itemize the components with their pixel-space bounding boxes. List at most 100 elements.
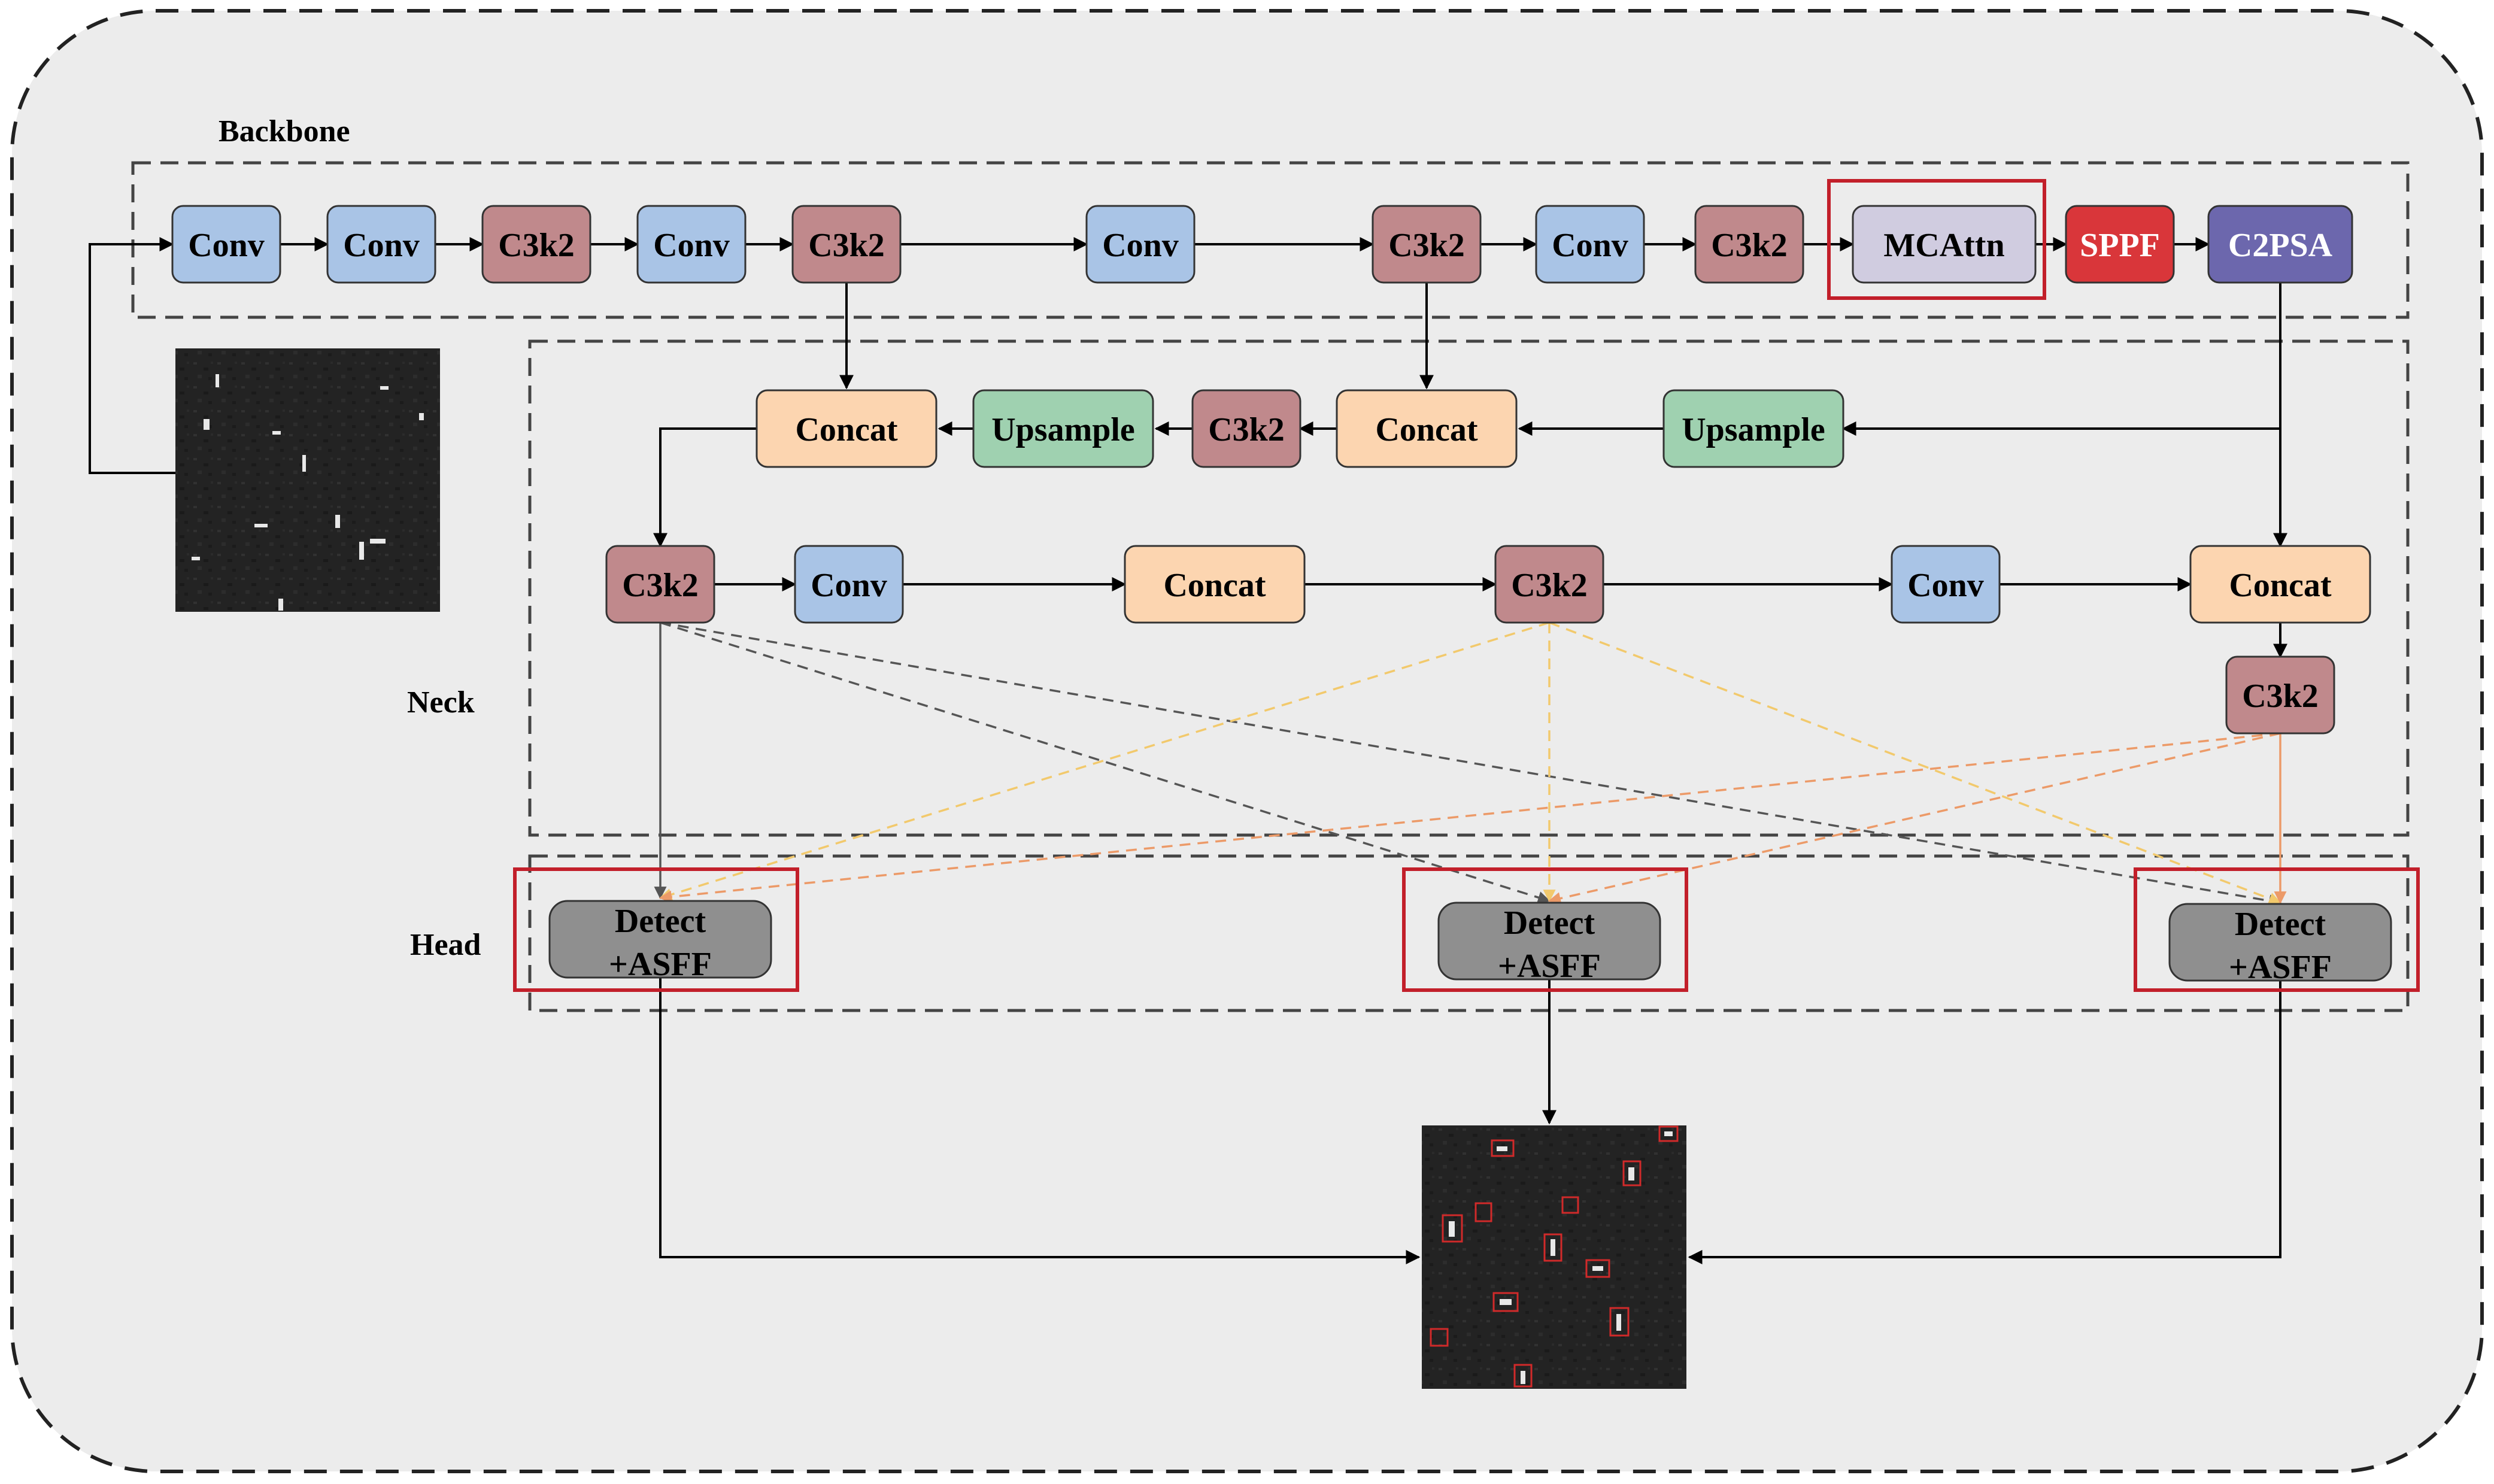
node-box: [1085, 205, 1196, 284]
conv-node-b1: Conv: [171, 205, 281, 284]
node-box: [1437, 902, 1661, 981]
node-box: [794, 545, 904, 624]
node-label: C3k2: [622, 567, 699, 604]
node-box: [2168, 903, 2392, 982]
node-label: Conv: [1102, 227, 1179, 264]
node-label: C3k2: [1388, 227, 1465, 264]
detect-highlight-1: [513, 867, 799, 992]
node-box: [1494, 545, 1604, 624]
node-label: Concat: [795, 411, 897, 448]
node-label: Upsample: [1682, 411, 1825, 448]
mcattn-highlight: [1827, 179, 2046, 300]
node-box: [1852, 205, 2037, 284]
node-box: [756, 389, 937, 468]
node-box: [481, 205, 591, 284]
c3k2-node-b7: C3k2: [1372, 205, 1482, 284]
conv-node-n7: Conv: [794, 545, 904, 624]
node-box: [1191, 389, 1301, 468]
backbone-label: Backbone: [219, 114, 350, 148]
node-box: [1372, 205, 1482, 284]
node-label: C3k2: [1511, 567, 1588, 604]
node-label: C3k2: [498, 227, 575, 264]
node-label: Conv: [188, 227, 265, 264]
c3k2-node-b9: C3k2: [1694, 205, 1804, 284]
node-label: Conv: [811, 567, 887, 604]
node-box: [548, 900, 772, 979]
conv-node-b8: Conv: [1535, 205, 1645, 284]
neck-section-box: [528, 339, 2410, 837]
detect-highlight-2: [1402, 867, 1688, 992]
backbone-section-box: [131, 161, 2410, 319]
mcattn-node-b10: MCAttn: [1852, 205, 2037, 284]
c3k2-node-b3: C3k2: [481, 205, 591, 284]
node-label: MCAttn: [1883, 227, 2004, 264]
c3k2-node-n12: C3k2: [2225, 655, 2335, 735]
node-box: [2207, 205, 2353, 284]
sppf-node-b11: SPPF: [2065, 205, 2175, 284]
node-label: Conv: [343, 227, 420, 264]
c2psa-node-b12: C2PSA: [2207, 205, 2353, 284]
outer-frame: [10, 9, 2484, 1473]
node-label: C3k2: [1208, 411, 1285, 448]
upsample-node-n2: Upsample: [972, 389, 1154, 468]
c3k2-node-n9: C3k2: [1494, 545, 1604, 624]
highlight-boxes: [513, 179, 2420, 992]
detect-highlight-3: [2134, 867, 2420, 992]
node-label: Concat: [2229, 567, 2331, 604]
concat-node-n8: Concat: [1124, 545, 1306, 624]
node-label: Concat: [1163, 567, 1266, 604]
node-label: SPPF: [2080, 227, 2160, 264]
node-label: Conv: [1552, 227, 1628, 264]
node-label: Concat: [1375, 411, 1477, 448]
node-label: C2PSA: [2228, 227, 2333, 264]
node-box: [2065, 205, 2175, 284]
c3k2-node-n3: C3k2: [1191, 389, 1301, 468]
node-box: [2189, 545, 2371, 624]
concat-node-n1: Concat: [756, 389, 937, 468]
c3k2-node-n6: C3k2: [605, 545, 715, 624]
node-box: [972, 389, 1154, 468]
node-label: C3k2: [808, 227, 885, 264]
node-box: [1694, 205, 1804, 284]
node-box: [1124, 545, 1306, 624]
node-box: [605, 545, 715, 624]
node-label: +ASFF: [2229, 949, 2332, 986]
asff-connectors: [654, 621, 2287, 908]
upsample-node-n5: Upsample: [1662, 389, 1844, 468]
node-label: C3k2: [2242, 678, 2319, 715]
conv-node-n10: Conv: [1891, 545, 2001, 624]
node-label: +ASFF: [1498, 948, 1601, 985]
node-label: Upsample: [991, 411, 1135, 448]
node-label: Conv: [1907, 567, 1984, 604]
node-box: [636, 205, 747, 284]
node-label: Detect: [1504, 905, 1595, 942]
detect-asff-node-h1: Detect +ASFF: [548, 900, 772, 983]
node-box: [1535, 205, 1645, 284]
node-box: [791, 205, 902, 284]
neck-label: Neck: [407, 685, 475, 720]
output-image: [1422, 1125, 1686, 1389]
input-image: [175, 348, 440, 612]
node-label: +ASFF: [609, 946, 712, 983]
node-box: [1662, 389, 1844, 468]
node-label: C3k2: [1711, 227, 1788, 264]
conv-node-b4: Conv: [636, 205, 747, 284]
head-label: Head: [410, 928, 481, 962]
node-label: Detect: [2235, 906, 2326, 943]
conv-node-b2: Conv: [326, 205, 436, 284]
detect-asff-node-h3: Detect +ASFF: [2168, 903, 2392, 986]
conv-node-b6: Conv: [1085, 205, 1196, 284]
node-label: Detect: [615, 903, 706, 940]
node-box: [2225, 655, 2335, 735]
head-section-box: [528, 854, 2410, 1012]
node-box: [171, 205, 281, 284]
concat-node-n4: Concat: [1336, 389, 1518, 468]
node-box: [1336, 389, 1518, 468]
concat-node-n11: Concat: [2189, 545, 2371, 624]
c3k2-node-b5: C3k2: [791, 205, 902, 284]
node-box: [326, 205, 436, 284]
detect-asff-node-h2: Detect +ASFF: [1437, 902, 1661, 985]
